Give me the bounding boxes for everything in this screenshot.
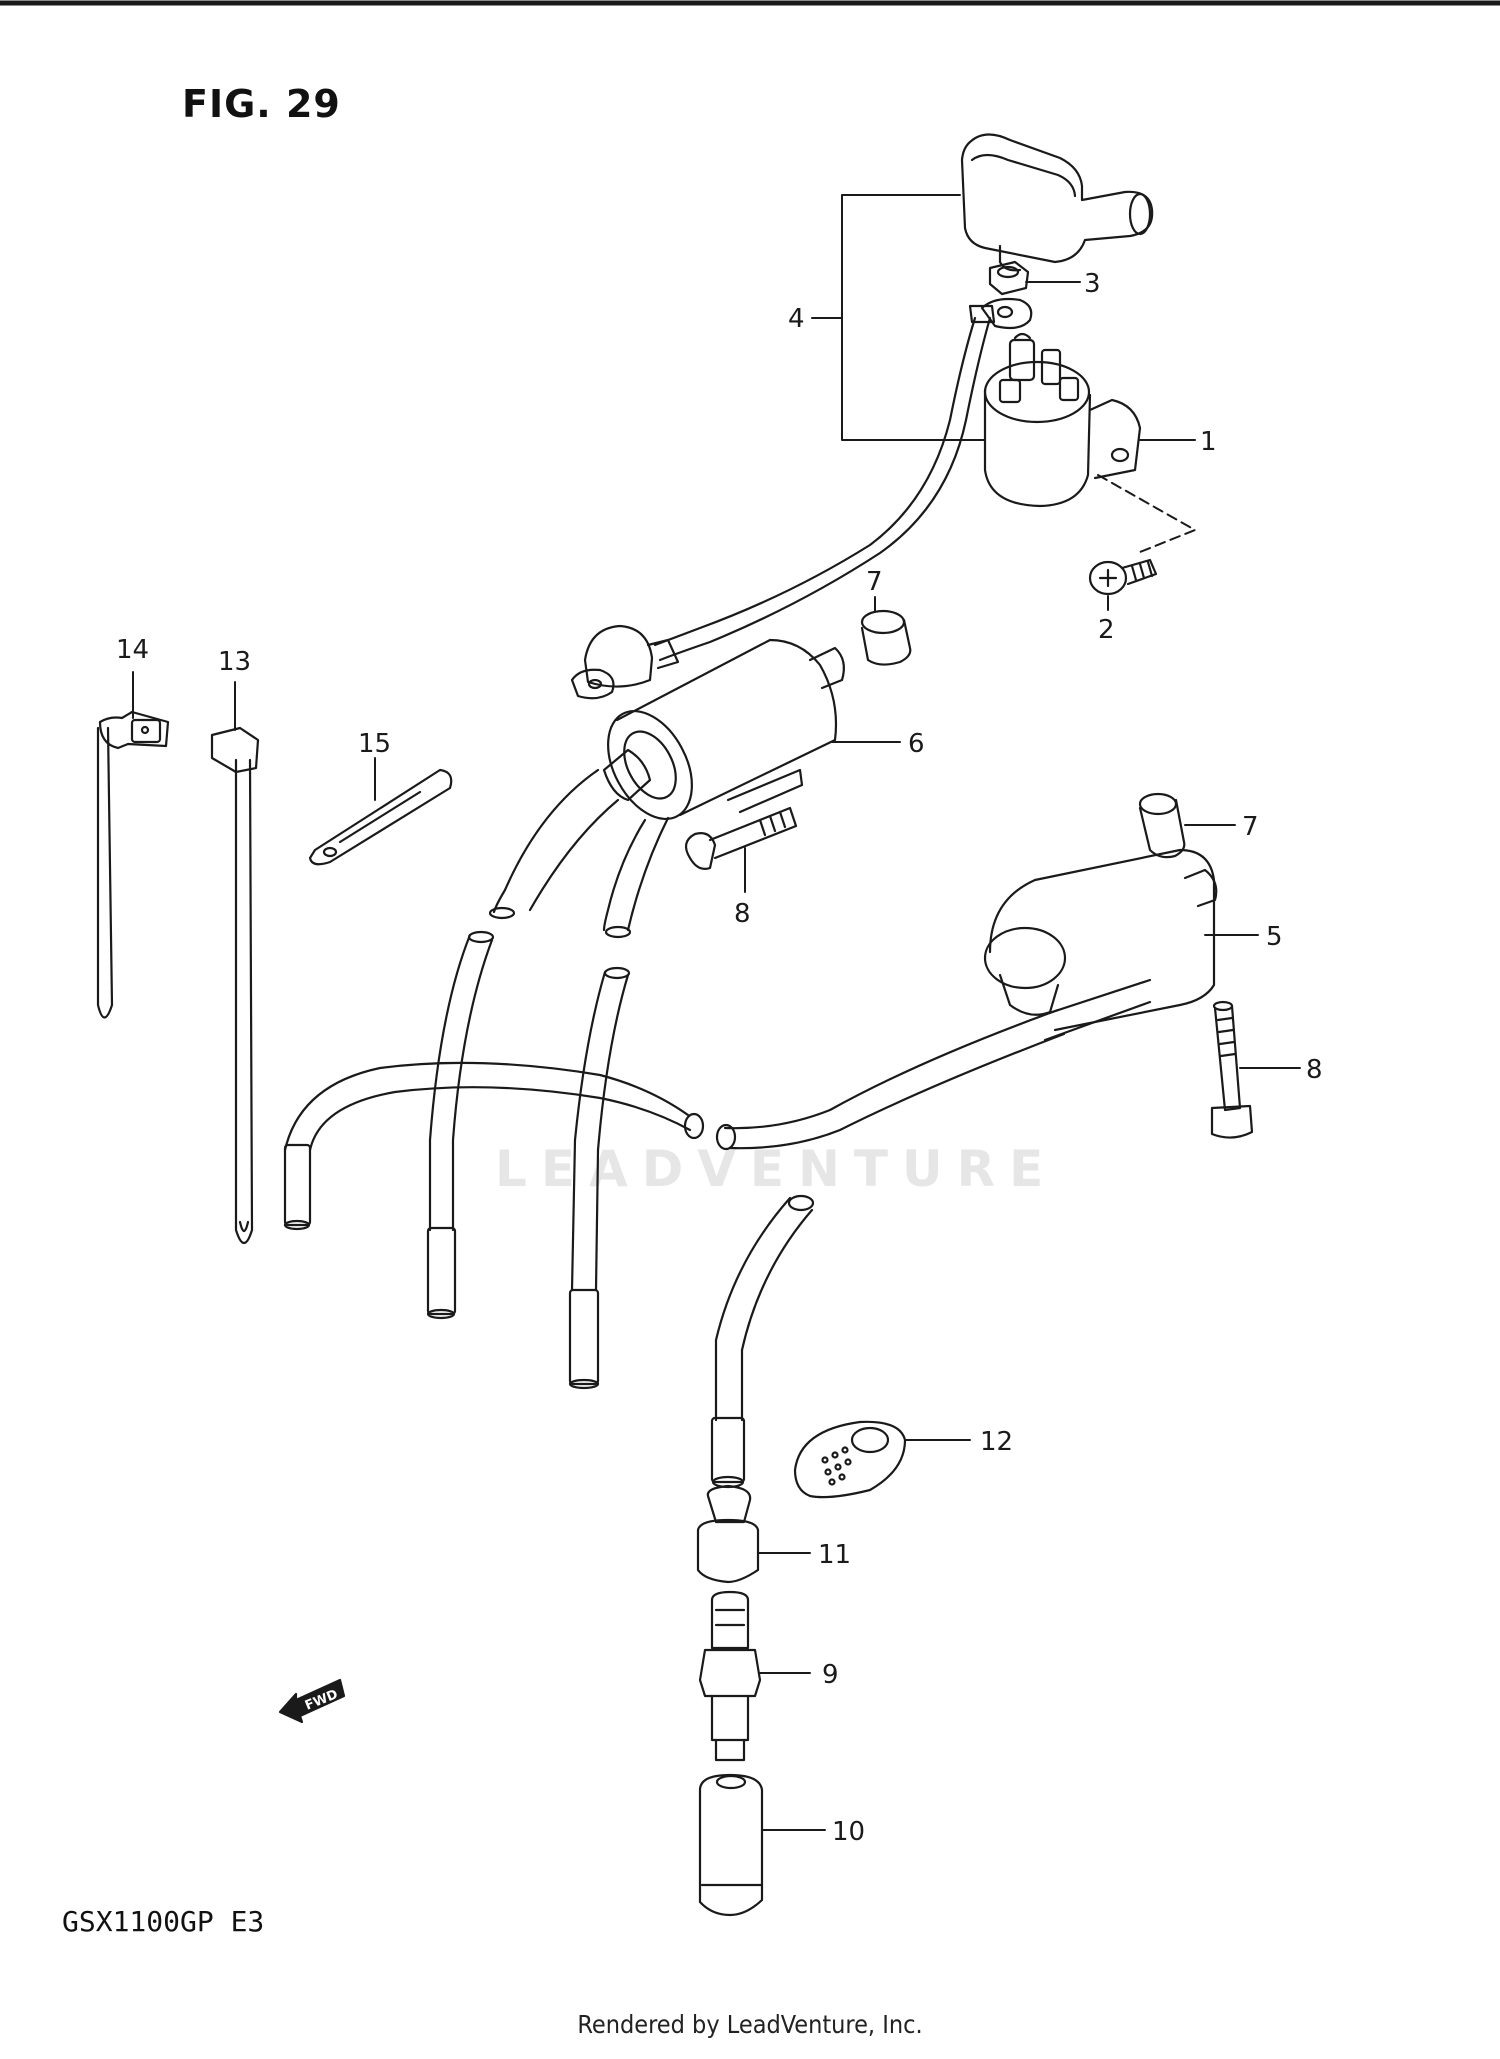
model-code: GSX1100GP E3 — [62, 1905, 265, 1938]
callout-11: 11 — [818, 1540, 851, 1570]
callout-7-right: 7 — [1242, 812, 1259, 842]
callout-14: 14 — [116, 635, 149, 665]
ignition-coil-right — [983, 848, 1218, 1042]
cable-tie-13 — [210, 726, 260, 1245]
coil-bolt-right — [1210, 1000, 1254, 1139]
watermark: LEADVENTURE — [495, 1140, 1058, 1198]
plug-cap-ends-left — [283, 1143, 746, 1489]
high-tension-cords — [283, 768, 1066, 1422]
fwd-arrow-icon — [278, 1678, 346, 1724]
relay-cover-cap — [960, 133, 1154, 272]
relay-screw — [1088, 558, 1158, 596]
callout-3: 3 — [1084, 269, 1101, 299]
figure-title: FIG. 29 — [182, 82, 341, 126]
callout-8-right: 8 — [1306, 1055, 1323, 1085]
callout-8-upper: 8 — [734, 899, 751, 929]
lead-terminal-boot — [570, 624, 680, 700]
ignition-coil-upper — [602, 638, 845, 821]
callout-4: 4 — [788, 304, 805, 334]
callout-2: 2 — [1098, 615, 1115, 645]
callout-13: 13 — [218, 647, 251, 677]
relay-nut — [988, 260, 1030, 296]
coil-bushing-upper — [860, 609, 912, 666]
band-clamp-14 — [96, 710, 170, 1019]
callout-numbers: 4 3 1 2 7 7 6 8 5 8 14 13 15 12 11 9 10 — [116, 269, 1323, 1847]
leader-lines — [132, 194, 1301, 1831]
callout-12: 12 — [980, 1427, 1013, 1457]
terminal-washer — [980, 297, 1033, 330]
coil-bushing-right — [1138, 792, 1186, 859]
grommet — [696, 1484, 760, 1584]
relay-lead-wire — [653, 304, 996, 662]
callout-10: 10 — [832, 1817, 865, 1847]
plug-cap-sleeve — [698, 1773, 764, 1917]
render-credit: Rendered by LeadVenture, Inc. — [577, 2010, 923, 2039]
coil-bolt-upper — [684, 806, 798, 870]
starter-relay — [983, 332, 1142, 508]
seal-pad — [793, 1420, 907, 1499]
callout-5: 5 — [1266, 922, 1283, 952]
strap-15 — [308, 768, 453, 866]
terminal-adapter — [698, 1590, 762, 1762]
callout-7-upper: 7 — [866, 567, 883, 597]
callout-9: 9 — [822, 1660, 839, 1690]
callout-1: 1 — [1200, 427, 1217, 457]
callout-15: 15 — [358, 729, 391, 759]
callout-6: 6 — [908, 729, 925, 759]
